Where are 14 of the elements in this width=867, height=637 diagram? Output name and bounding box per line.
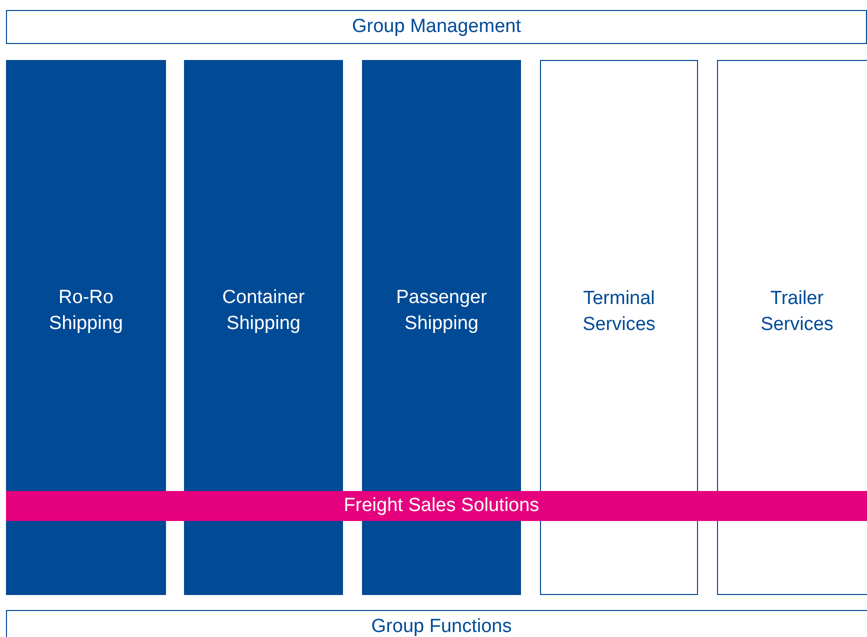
division-column (184, 60, 343, 595)
cross-band (6, 491, 867, 521)
node-label: Group Functions (371, 615, 512, 637)
header-bar (6, 10, 867, 44)
node-label: Trailer Services (760, 287, 834, 337)
node-label: Freight Sales Solutions (344, 494, 540, 518)
node-label: Ro-Ro Shipping (48, 286, 124, 336)
node-label: Terminal Services (582, 287, 656, 337)
node-label: Passenger Shipping (395, 286, 488, 336)
division-column (540, 60, 698, 595)
node-label: Container Shipping (221, 286, 306, 336)
node-label: Group Management (352, 15, 521, 39)
division-column (6, 60, 166, 595)
division-column (717, 60, 867, 595)
